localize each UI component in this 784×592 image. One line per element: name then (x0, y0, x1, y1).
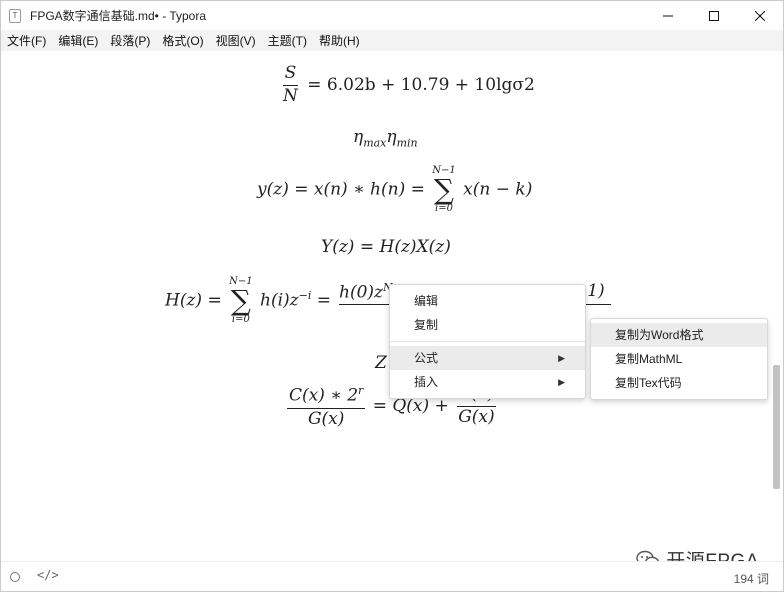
word-count[interactable]: 194 词 (733, 572, 769, 586)
context-menu-formula-label: 公式 (414, 351, 439, 365)
poly-den2: G(x) (458, 407, 495, 428)
menu-theme[interactable]: 主题(T) (267, 34, 307, 48)
snr-rhs: = 6.02b + 10.79 + 10lgσ2 (307, 74, 535, 95)
equation-hz[interactable]: H(z) = N−1 ∑ i=0 h(i)z−i = (165, 277, 331, 325)
poly-mid: = Q(x) + (372, 396, 449, 417)
convolution-sum: N−1 ∑ i=0 (432, 166, 456, 214)
typora-app-icon: T (9, 8, 21, 23)
window-title: FPGA数字通信基础.md• - Typora (30, 9, 207, 23)
equation-convolution[interactable]: y(z) = x(n) ∗ h(n) = N−1 ∑ i=0 x(n − k) (257, 166, 532, 214)
title-bar: T FPGA数字通信基础.md• - Typora (1, 1, 783, 30)
convolution-lhs: y(z) = x(n) ∗ h(n) = (257, 179, 425, 200)
equation-transfer[interactable]: Y(z) = H(z)X(z) (321, 237, 451, 257)
editor-area[interactable]: S N = 6.02b + 10.79 + 10lgσ2 ηmaxηmin y(… (1, 51, 771, 561)
eta-sub-min: min (396, 136, 418, 150)
context-menu-insert[interactable]: 插入 ▶ (390, 370, 585, 394)
formula-submenu: 复制为Word格式 复制MathML 复制Tex代码 (590, 318, 768, 400)
menu-bar: 文件(F) 编辑(E) 段落(P) 格式(O) 视图(V) 主题(T) 帮助(H… (1, 30, 783, 51)
equation-partial-z[interactable]: Z (375, 353, 387, 373)
sigma-symbol: ∑ (434, 173, 455, 206)
status-bar: </> 194 词 (1, 561, 783, 591)
submenu-copy-word[interactable]: 复制为Word格式 (591, 323, 767, 347)
hz-sigma-symbol: ∑ (230, 284, 251, 317)
hz-sum: N−1 ∑ i=0 (229, 277, 253, 325)
sum-upper-limit: N−1 (432, 165, 456, 176)
snr-denominator: N (283, 85, 298, 106)
close-icon (755, 10, 765, 21)
maximize-icon (709, 10, 719, 21)
maximize-button[interactable] (691, 1, 737, 30)
menu-view[interactable]: 视图(V) (215, 34, 256, 48)
sum-lower-limit: i=0 (435, 203, 453, 214)
submenu-copy-tex[interactable]: 复制Tex代码 (615, 376, 682, 390)
eta-sub-max: max (363, 136, 387, 150)
menu-edit[interactable]: 编辑(E) (58, 34, 99, 48)
submenu-arrow-icon: ▶ (558, 377, 565, 387)
submenu-copy-mathml[interactable]: 复制MathML (615, 352, 683, 366)
hz-lhs: H(z) = (165, 290, 222, 311)
transfer-text: Y(z) = H(z)X(z) (321, 237, 451, 257)
hz-sum-upper: N−1 (229, 276, 253, 287)
poly-fraction-1: C(x) ∗ 2r G(x) (287, 384, 366, 429)
hz-fraction-numerator: h(0)zN (339, 281, 393, 303)
context-menu-copy[interactable]: 复制 (414, 318, 439, 332)
vertical-scrollbar[interactable] (770, 51, 782, 561)
equation-eta[interactable]: ηmaxηmin (353, 127, 418, 149)
partial-z-text: Z (375, 353, 387, 373)
sidebar-toggle-icon[interactable] (10, 572, 20, 582)
minimize-button[interactable] (645, 1, 691, 30)
poly-num1-exp: r (358, 384, 364, 397)
hz-sum-lower: i=0 (231, 314, 250, 325)
submenu-arrow-icon: ▶ (558, 353, 565, 363)
eta-symbol-1: η (353, 127, 364, 147)
snr-fraction: S N (281, 63, 300, 106)
hz-fraction-numerator-exp: N (383, 281, 393, 294)
window-controls (645, 1, 783, 30)
context-menu-separator (390, 341, 585, 342)
context-menu: 编辑 复制 公式 ▶ 插入 ▶ (389, 284, 586, 399)
hz-exponent: −i (298, 288, 312, 302)
close-button[interactable] (737, 1, 783, 30)
source-mode-toggle[interactable]: </> (37, 568, 59, 582)
poly-den1: G(x) (307, 408, 345, 429)
menu-format[interactable]: 格式(O) (162, 34, 204, 48)
hz-body: h(i)z (260, 290, 299, 311)
hz-equals: = (316, 290, 332, 311)
menu-file[interactable]: 文件(F) (7, 34, 47, 48)
snr-numerator: S (284, 63, 297, 83)
menu-paragraph[interactable]: 段落(P) (110, 34, 151, 48)
convolution-rhs: x(n − k) (463, 179, 533, 200)
context-menu-edit[interactable]: 编辑 (414, 294, 439, 308)
minimize-icon (663, 15, 673, 16)
poly-num1: C(x) ∗ 2 (289, 385, 359, 406)
scrollbar-thumb[interactable] (773, 365, 780, 489)
eta-symbol-2: η (386, 127, 397, 147)
context-menu-formula[interactable]: 公式 ▶ (390, 346, 585, 370)
hz-fraction-numerator-text: h(0)z (339, 282, 383, 303)
menu-help[interactable]: 帮助(H) (318, 34, 360, 48)
equation-snr[interactable]: S N = 6.02b + 10.79 + 10lgσ2 (279, 63, 535, 106)
context-menu-insert-label: 插入 (414, 375, 439, 389)
